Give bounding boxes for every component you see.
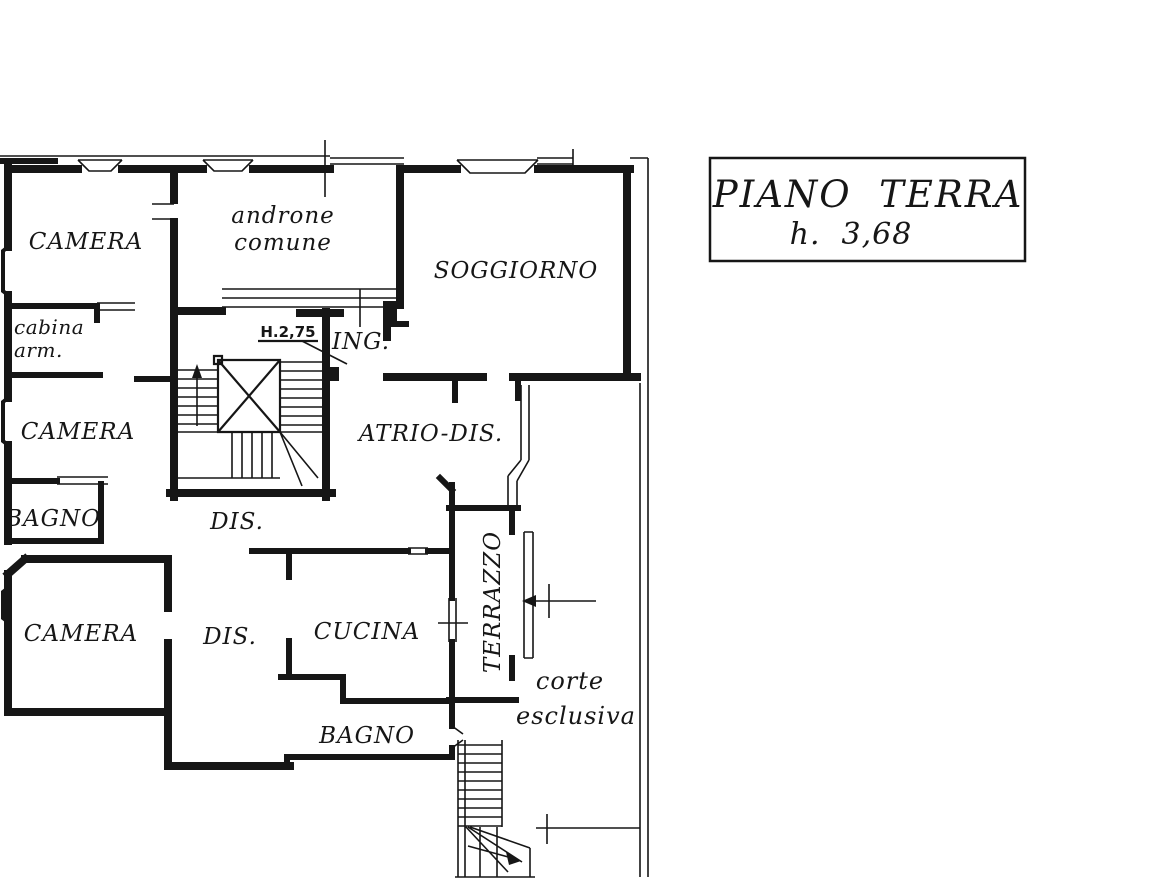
terrace-entry-arrow: [522, 595, 536, 607]
wall-pier: [326, 367, 339, 381]
room-label-cabina-line1: cabina: [14, 315, 84, 339]
room-label-bagno-left: BAGNO: [4, 506, 101, 532]
room-label-camera-mid: CAMERA: [21, 419, 135, 445]
room-label-androne-line1: androne: [231, 203, 335, 229]
room-label-dis-bottom: DIS.: [202, 624, 257, 650]
bay-windows: [1, 244, 11, 625]
stair-up-arrow: [192, 364, 202, 378]
room-label-dis-center: DIS.: [209, 509, 264, 535]
external-stair-arrow: [506, 852, 521, 865]
window-and-detail-lines: [0, 140, 649, 877]
room-label-bagno-bottom: BAGNO: [318, 723, 415, 749]
exterior-walls: [2, 161, 641, 770]
room-label-corte-line1: corte: [536, 667, 604, 695]
title-floor-name: PIANO TERRA: [712, 173, 1024, 216]
elevator-shaft: [212, 354, 282, 434]
height-annotation-label: H.2,75: [260, 323, 315, 341]
room-label-terrazzo: TERRAZZO: [480, 531, 506, 673]
title-block: PIANO TERRA h. 3,68: [708, 156, 1027, 263]
title-floor-height: h. 3,68: [790, 217, 913, 252]
title-block-border: [708, 156, 1027, 263]
height-annotation-leader: [301, 340, 348, 365]
room-label-cabina-line2: arm.: [14, 338, 63, 362]
room-label-androne-line2: comune: [234, 230, 332, 256]
room-label-atrio: ATRIO-DIS.: [357, 421, 503, 447]
room-label-ingresso: ING.: [331, 329, 390, 355]
staircase-treads: [177, 361, 326, 487]
room-label-corte-line2: esclusiva: [516, 702, 636, 730]
room-label-soggiorno: SOGGIORNO: [434, 258, 599, 284]
room-label-camera-bottom: CAMERA: [24, 621, 138, 647]
room-label-cucina: CUCINA: [314, 619, 420, 645]
external-stair: [455, 740, 535, 878]
interior-walls: [0, 158, 521, 769]
room-label-camera-top: CAMERA: [29, 229, 143, 255]
